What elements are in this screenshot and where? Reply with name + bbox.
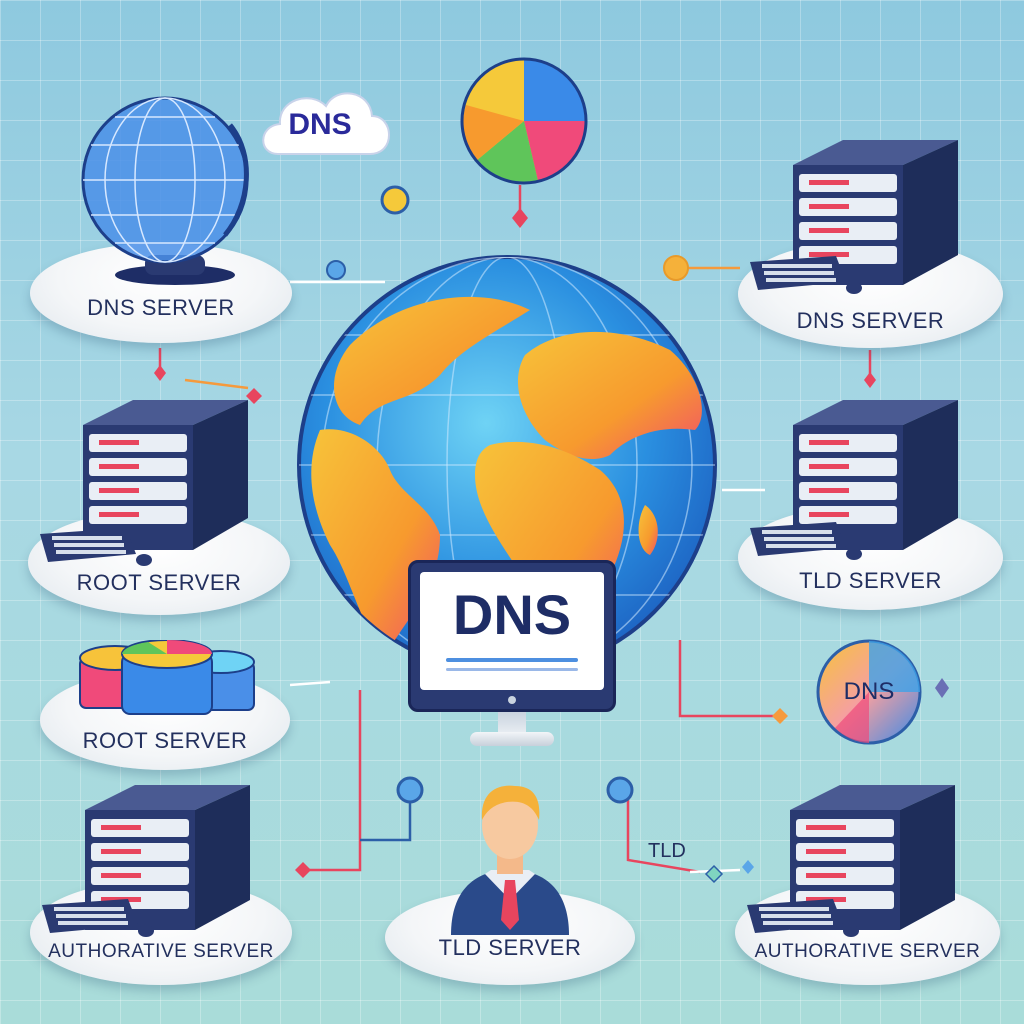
server-rack-icon: [85, 785, 250, 930]
node-label: AUTHORATIVE SERVER: [754, 941, 981, 962]
database-icon: [79, 640, 255, 715]
node-label: DNS SERVER: [87, 295, 235, 320]
authoritative-server-right: AUTHORATIVE SERVER: [735, 785, 1000, 985]
tld-server-right: TLD SERVER: [738, 400, 1003, 610]
cloud-dns-label: DNS: [288, 108, 352, 141]
keyboard-icon: [750, 522, 862, 560]
root-server-2: ROOT SERVER: [40, 640, 290, 770]
wireframe-globe-icon: [81, 96, 249, 285]
server-rack-icon: [793, 140, 958, 285]
badge-dns-label: DNS: [843, 678, 895, 705]
dns-server-left: DNS SERVER: [30, 95, 292, 347]
dns-cloud-icon: DNS: [258, 84, 396, 166]
root-server-1: ROOT SERVER: [28, 400, 290, 615]
keyboard-icon: [747, 899, 859, 937]
dns-server-right: DNS SERVER: [738, 140, 1003, 350]
keyboard-icon: [40, 528, 152, 566]
monitor-dns-label: DNS: [452, 583, 572, 646]
keyboard-icon: [750, 256, 862, 294]
server-rack-icon: [790, 785, 955, 930]
node-label: DNS SERVER: [796, 308, 945, 333]
node-label: ROOT SERVER: [76, 570, 242, 595]
server-rack-icon: [83, 400, 248, 550]
tld-server-bottom: TLD SERVER: [385, 770, 635, 985]
node-label: AUTHORATIVE SERVER: [48, 941, 274, 962]
pie-chart-icon: [460, 57, 588, 185]
node-label: ROOT SERVER: [82, 728, 248, 753]
keyboard-icon: [42, 899, 154, 937]
dns-monitor: DNS: [408, 560, 616, 750]
user-person-icon: [451, 785, 569, 935]
authoritative-server-left: AUTHORATIVE SERVER: [30, 785, 292, 985]
server-rack-icon: [793, 400, 958, 550]
node-label: TLD SERVER: [799, 568, 942, 593]
dns-badge: DNS: [815, 638, 923, 746]
tld-tag-label: TLD: [648, 840, 686, 862]
node-label: TLD SERVER: [438, 935, 582, 960]
